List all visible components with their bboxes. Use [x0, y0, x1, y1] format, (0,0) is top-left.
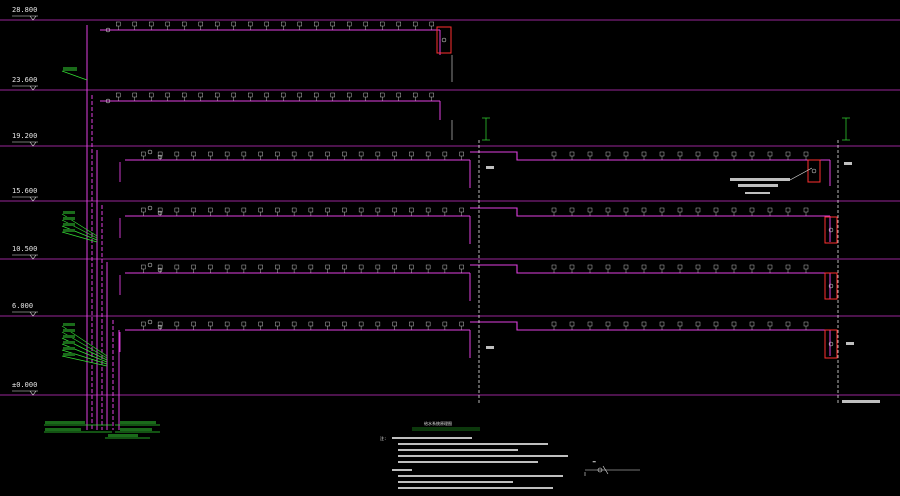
branch-pipe-right-3: [470, 207, 830, 217]
fixture-row-5: [141, 321, 464, 330]
branch-pipe-right-5: [470, 321, 830, 331]
highlight-box-2: [824, 216, 838, 244]
branch-pipe-right-4: [470, 264, 830, 274]
level-label-4: 10.500: [12, 245, 37, 253]
level-label-6: ±0.000: [12, 381, 37, 389]
fixture-row-r3: [551, 207, 809, 216]
notes-lines: [392, 437, 568, 489]
floor-levels: 28.800 23.600 19.200 15.600 10.500 6.000 ±0.00…: [0, 6, 900, 396]
level-label-1: 23.600: [12, 76, 37, 84]
svg-text:—: —: [593, 459, 596, 464]
level-label-5: 6.000: [12, 302, 33, 310]
fixture-row-r4: [551, 264, 809, 273]
highlight-boxes: [436, 26, 838, 359]
level-label-2: 19.200: [12, 132, 37, 140]
fixture-row-1: [116, 92, 434, 101]
notes-title: 给水系统原理图: [424, 420, 452, 426]
left-callouts: [44, 70, 850, 439]
fixture-row-3: [141, 207, 464, 216]
branch-pipes: [100, 21, 831, 358]
fixture-row-2: [141, 151, 464, 160]
level-label-3: 15.600: [12, 187, 37, 195]
main-risers: [86, 25, 120, 430]
notes-block: 给水系统原理图 注: —: [380, 420, 640, 489]
fixture-row-r5: [551, 321, 809, 330]
legend-symbol: —: [584, 459, 640, 476]
fixture-row-4: [141, 264, 464, 273]
left-callout-marks: [45, 67, 156, 437]
branch-pipe-right-2: [470, 151, 830, 161]
highlight-box-1: [807, 159, 821, 183]
section-divider: [478, 140, 839, 405]
notes-heading: 注:: [380, 435, 386, 441]
right-callout: [486, 162, 880, 403]
highlight-box-3: [824, 272, 838, 300]
highlight-box-0: [436, 26, 452, 54]
fixture-row-r2: [551, 151, 809, 160]
level-label-0: 28.800: [12, 6, 37, 14]
highlight-box-4: [824, 329, 838, 359]
fixture-row-0: [116, 21, 434, 30]
